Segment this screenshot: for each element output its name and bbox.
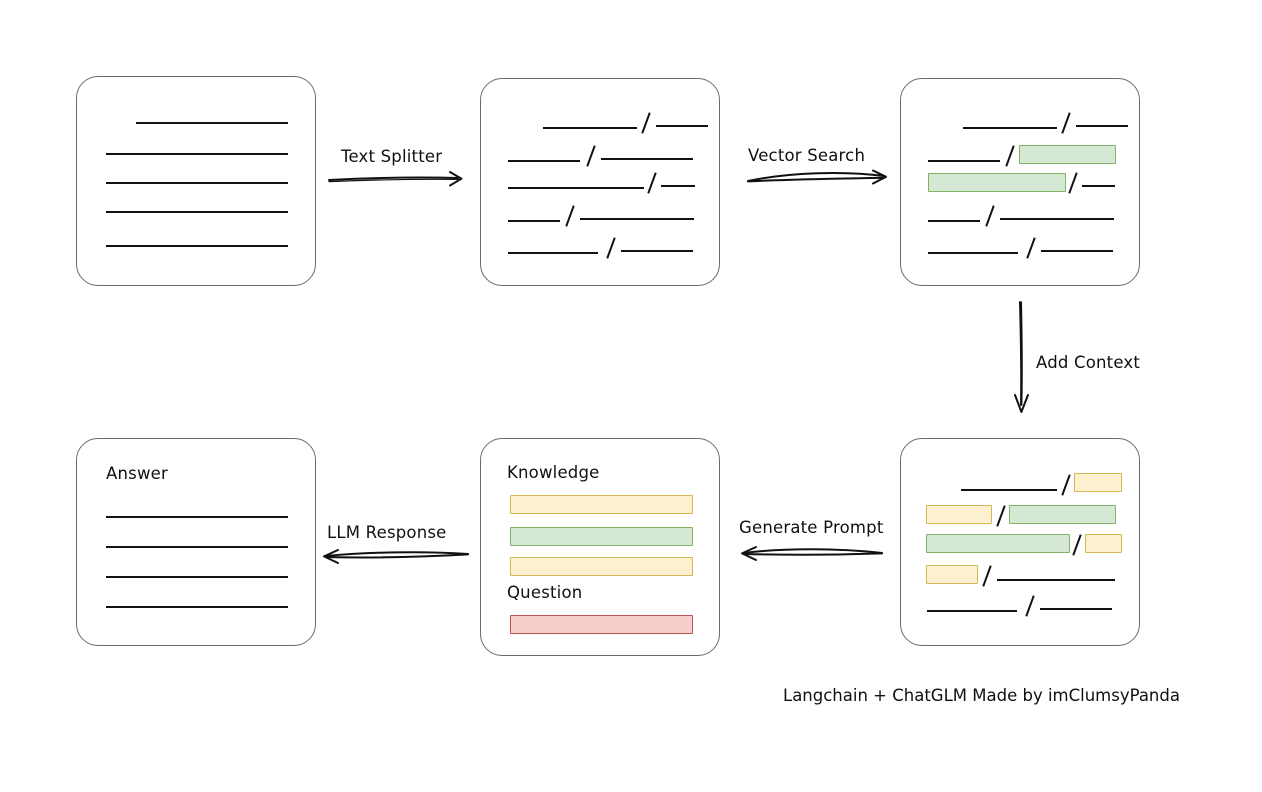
text-line <box>106 182 288 184</box>
context-document-box[interactable] <box>900 438 1140 646</box>
text-line <box>1076 125 1128 127</box>
slash-separator <box>565 205 575 227</box>
text-line <box>106 606 288 608</box>
slash-separator <box>1005 145 1015 167</box>
text-line <box>508 160 580 162</box>
edge-label-vector-search: Vector Search <box>748 146 866 165</box>
answer-box[interactable]: Answer <box>76 438 316 646</box>
answer-label: Answer <box>106 464 168 483</box>
highlight-chip-green <box>1009 505 1116 524</box>
text-line <box>1041 250 1113 252</box>
arrow-generate-prompt <box>741 546 883 561</box>
text-line <box>927 610 1017 612</box>
slash-separator <box>1072 534 1082 556</box>
arrow-vector-search <box>747 169 887 185</box>
slash-separator <box>1026 237 1036 259</box>
text-line <box>1000 218 1114 220</box>
prompt-box[interactable]: Knowledge Question <box>480 438 720 656</box>
knowledge-chip-yellow <box>510 557 693 576</box>
text-line <box>601 158 693 160</box>
source-document-box[interactable] <box>76 76 316 286</box>
text-line <box>621 250 693 252</box>
slash-separator <box>985 205 995 227</box>
text-line <box>543 127 637 129</box>
text-line <box>106 153 288 155</box>
arrow-text-splitter <box>328 171 463 187</box>
text-line <box>928 160 1000 162</box>
highlight-chip-yellow <box>1085 534 1122 553</box>
text-line <box>928 220 980 222</box>
text-line <box>136 122 288 124</box>
edge-label-add-context: Add Context <box>1036 353 1141 372</box>
text-line <box>508 252 598 254</box>
arrow-llm-response <box>323 549 469 564</box>
slash-separator <box>982 565 992 587</box>
text-line <box>997 579 1115 581</box>
text-line <box>508 187 644 189</box>
arrow-add-context <box>1014 301 1029 413</box>
highlight-chip-green <box>1019 145 1116 164</box>
slash-separator <box>1061 112 1071 134</box>
slash-separator <box>647 172 657 194</box>
text-line <box>106 546 288 548</box>
text-line <box>928 252 1018 254</box>
highlight-chip-yellow <box>926 565 978 584</box>
text-line <box>661 185 695 187</box>
retrieved-document-box[interactable] <box>900 78 1140 286</box>
footer-credit: Langchain + ChatGLM Made by imClumsyPand… <box>783 686 1180 705</box>
slash-separator <box>1061 474 1071 496</box>
slash-separator <box>1025 595 1035 617</box>
text-line <box>580 218 694 220</box>
highlight-chip-green <box>928 173 1066 192</box>
text-line <box>106 245 288 247</box>
text-line <box>1040 608 1112 610</box>
slash-separator <box>586 145 596 167</box>
text-line <box>961 489 1057 491</box>
question-chip-red <box>510 615 693 634</box>
knowledge-chip-yellow <box>510 495 693 514</box>
text-line <box>963 127 1057 129</box>
text-line <box>106 576 288 578</box>
knowledge-label: Knowledge <box>507 463 600 482</box>
knowledge-chip-green <box>510 527 693 546</box>
edge-label-llm-response: LLM Response <box>327 523 447 542</box>
text-line <box>508 220 560 222</box>
slash-separator <box>606 237 616 259</box>
slash-separator <box>1068 172 1078 194</box>
text-line <box>656 125 708 127</box>
edge-label-generate-prompt: Generate Prompt <box>739 518 884 537</box>
split-document-box[interactable] <box>480 78 720 286</box>
edge-label-text-splitter: Text Splitter <box>341 147 443 166</box>
slash-separator <box>996 505 1006 527</box>
highlight-chip-yellow <box>1074 473 1122 492</box>
slash-separator <box>641 112 651 134</box>
text-line <box>106 211 288 213</box>
text-line <box>1082 185 1115 187</box>
highlight-chip-yellow <box>926 505 992 524</box>
highlight-chip-green <box>926 534 1070 553</box>
text-line <box>106 516 288 518</box>
question-label: Question <box>507 583 583 602</box>
